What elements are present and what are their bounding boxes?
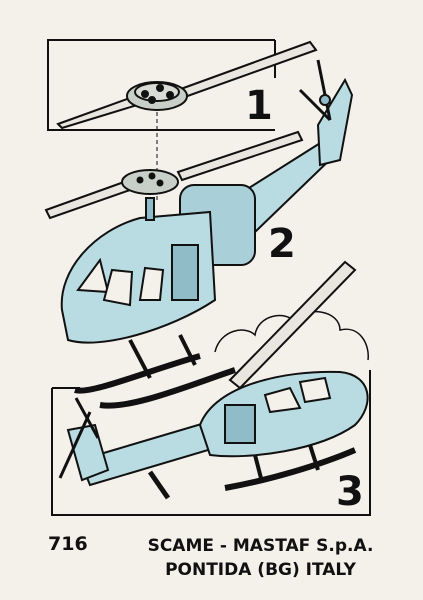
- step-number-2: 2: [268, 221, 296, 267]
- fuselage-step-2: [60, 59, 354, 409]
- model-code: 716: [48, 533, 88, 555]
- rotor-blade-step-1: [56, 40, 318, 130]
- step-number-1: 1: [245, 83, 273, 129]
- step-number-3: 3: [336, 469, 364, 515]
- helicopter-step-3: [58, 260, 369, 500]
- step-3-panel: [51, 370, 371, 516]
- manufacturer-name: SCAME - MASTAF S.p.A.: [147, 536, 374, 556]
- manufacturer-location: PONTIDA (BG) ITALY: [165, 560, 356, 580]
- rotor-blade-step-2: [44, 130, 304, 220]
